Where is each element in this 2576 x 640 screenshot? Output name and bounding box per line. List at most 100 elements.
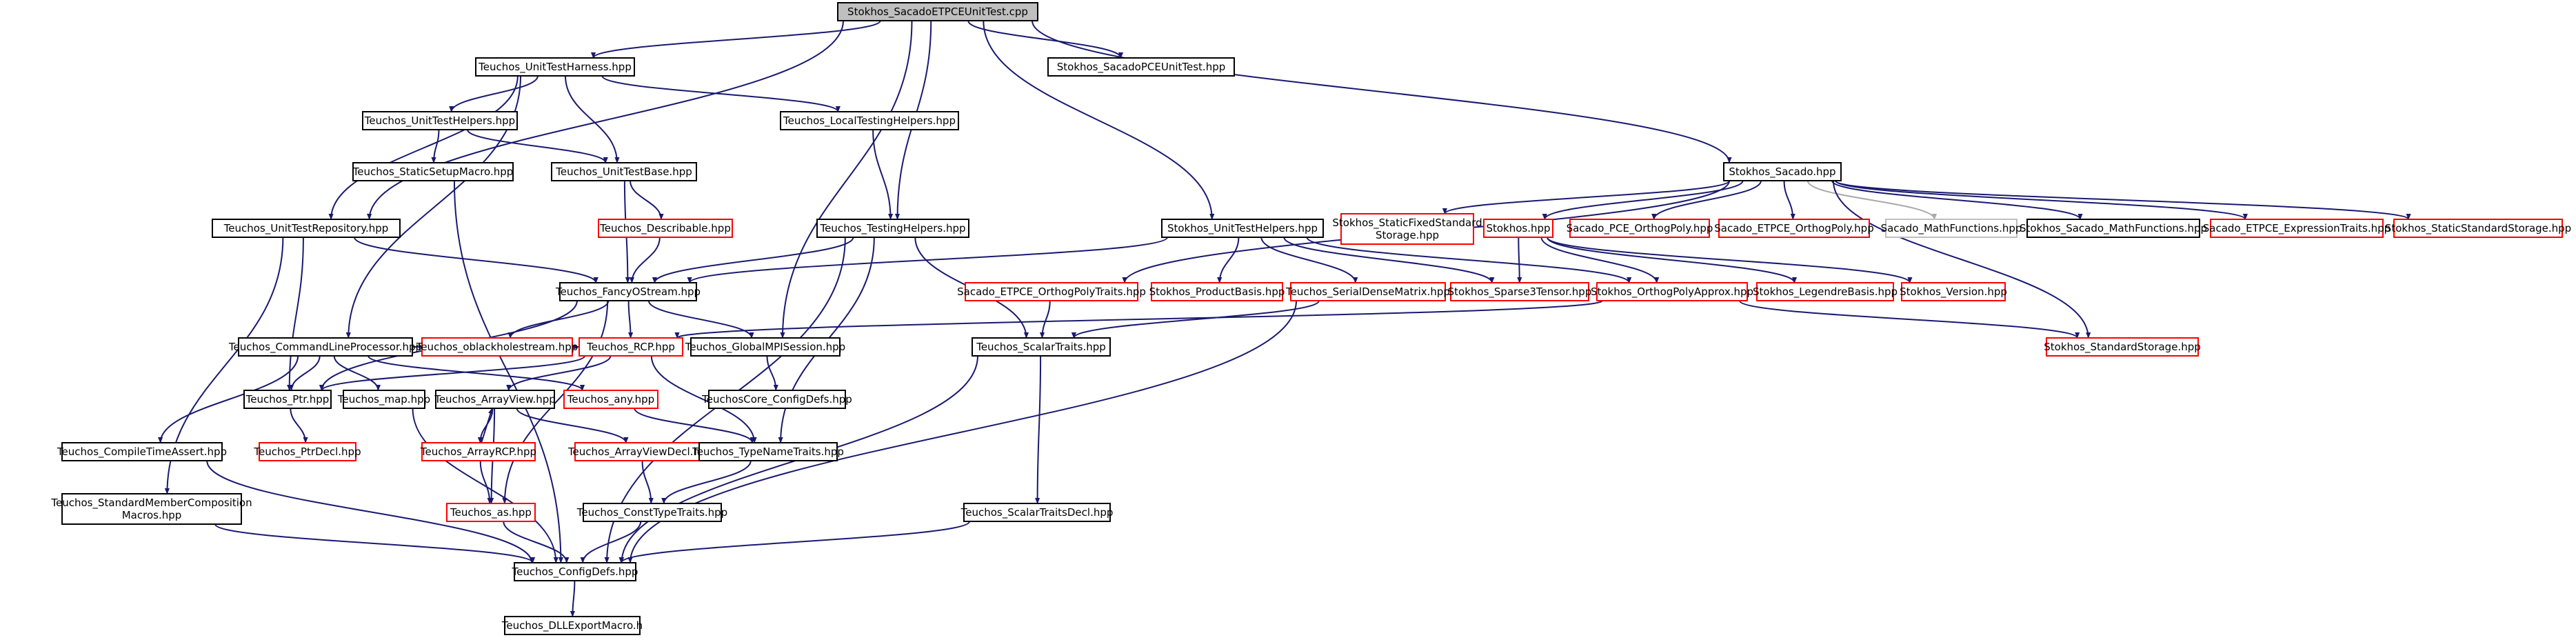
node-box[interactable]	[780, 111, 959, 130]
node-tas[interactable]: Teuchos_as.hpp	[446, 503, 536, 522]
node-tutr[interactable]: Teuchos_UnitTestRepository.hpp	[212, 219, 401, 238]
node-tobs[interactable]: Teuchos_oblackholestream.hpp	[416, 337, 578, 357]
node-box[interactable]	[1151, 282, 1283, 301]
node-box[interactable]	[837, 2, 1038, 21]
node-box[interactable]	[583, 503, 722, 522]
node-box[interactable]	[1340, 213, 1474, 245]
node-box[interactable]	[1756, 282, 1894, 301]
node-box[interactable]	[1901, 282, 2006, 301]
node-tcta[interactable]: Teuchos_CompileTimeAssert.hpp	[57, 442, 227, 461]
node-tdll[interactable]: Teuchos_DLLExportMacro.h	[501, 616, 643, 635]
node-box[interactable]	[362, 111, 518, 130]
node-box[interactable]	[446, 503, 536, 522]
node-tclp[interactable]: Teuchos_CommandLineProcessor.hpp	[228, 337, 422, 357]
node-box[interactable]	[1290, 282, 1446, 301]
node-tst[interactable]: Teuchos_ScalarTraits.hpp	[972, 337, 1111, 357]
node-box[interactable]	[1483, 219, 1553, 238]
node-box[interactable]	[1047, 57, 1235, 77]
node-tctt[interactable]: Teuchos_ConstTypeTraits.hpp	[576, 503, 727, 522]
node-ssss[interactable]: Stokhos_StaticStandardStorage.hpp	[2385, 219, 2571, 238]
node-tptrd[interactable]: Teuchos_PtrDecl.hpp	[253, 442, 361, 461]
node-box[interactable]	[1161, 219, 1324, 238]
node-spceop[interactable]: Sacado_PCE_OrthogPoly.hpp	[1567, 219, 1713, 238]
node-box[interactable]	[2026, 219, 2200, 238]
node-sh[interactable]: Stokhos.hpp	[1483, 219, 1553, 238]
node-box[interactable]	[598, 219, 733, 238]
node-box[interactable]	[574, 442, 707, 461]
node-box[interactable]	[698, 442, 838, 461]
node-root[interactable]: Stokhos_SacadoETPCEUnitTest.cpp	[837, 2, 1038, 21]
node-ttnt[interactable]: Teuchos_TypeNameTraits.hpp	[692, 442, 844, 461]
node-box[interactable]	[963, 503, 1111, 522]
node-box[interactable]	[2210, 219, 2384, 238]
node-tarcp[interactable]: Teuchos_ArrayRCP.hpp	[420, 442, 536, 461]
node-tsmcm[interactable]: Teuchos_StandardMemberCompositionMacros.…	[50, 493, 252, 525]
node-box[interactable]	[61, 493, 242, 525]
node-box[interactable]	[816, 219, 969, 238]
node-suth[interactable]: Stokhos_UnitTestHelpers.hpp	[1161, 219, 1324, 238]
node-box[interactable]	[238, 337, 413, 357]
node-sspceut[interactable]: Stokhos_SacadoPCEUnitTest.hpp	[1047, 57, 1235, 77]
node-tuth[interactable]: Teuchos_UnitTestHelpers.hpp	[362, 111, 518, 130]
node-sopa[interactable]: Stokhos_OrthogPolyApprox.hpp	[1591, 282, 1753, 301]
node-box[interactable]	[421, 442, 536, 461]
node-box[interactable]	[690, 337, 841, 357]
node-box[interactable]	[2046, 337, 2199, 357]
node-box[interactable]	[475, 57, 635, 77]
node-th[interactable]: Teuchos_UnitTestHarness.hpp	[475, 57, 635, 77]
node-box[interactable]	[1723, 162, 1842, 181]
node-box[interactable]	[1596, 282, 1748, 301]
node-box[interactable]	[421, 337, 573, 357]
node-box[interactable]	[435, 390, 555, 409]
node-box[interactable]	[1450, 282, 1589, 301]
node-smf[interactable]: Sacado_MathFunctions.hpp	[1881, 219, 2022, 238]
node-box[interactable]	[559, 282, 697, 301]
node-tgmpi[interactable]: Teuchos_GlobalMPISession.hpp	[685, 337, 845, 357]
node-slb[interactable]: Stokhos_LegendreBasis.hpp	[1753, 282, 1898, 301]
node-ssstor[interactable]: Stokhos_StandardStorage.hpp	[2044, 337, 2201, 357]
node-box[interactable]	[1885, 219, 2017, 238]
node-tptr[interactable]: Teuchos_Ptr.hpp	[243, 390, 332, 409]
node-tssm[interactable]: Teuchos_StaticSetupMacro.hpp	[352, 162, 514, 181]
node-sv[interactable]: Stokhos_Version.hpp	[1900, 282, 2007, 301]
node-box[interactable]	[1569, 219, 1710, 238]
node-box[interactable]	[1718, 219, 1870, 238]
node-sst[interactable]: Stokhos_Sparse3Tensor.hpp	[1448, 282, 1592, 301]
node-tany[interactable]: Teuchos_any.hpp	[563, 390, 658, 409]
node-tutb[interactable]: Teuchos_UnitTestBase.hpp	[551, 162, 697, 181]
node-box[interactable]	[551, 162, 697, 181]
node-setopt[interactable]: Sacado_ETPCE_OrthogPolyTraits.hpp	[957, 282, 1146, 301]
node-box[interactable]	[578, 337, 683, 357]
node-box[interactable]	[708, 390, 846, 409]
node-box[interactable]	[504, 616, 641, 635]
node-tavd[interactable]: Teuchos_ArrayViewDecl.hpp	[567, 442, 713, 461]
node-ssmf[interactable]: Stokhos_Sacado_MathFunctions.hpp	[2020, 219, 2207, 238]
node-tdesc[interactable]: Teuchos_Describable.hpp	[598, 219, 733, 238]
node-tccd[interactable]: TeuchosCore_ConfigDefs.hpp	[701, 390, 852, 409]
node-box[interactable]	[259, 442, 356, 461]
node-tsdm[interactable]: Teuchos_SerialDenseMatrix.hpp	[1285, 282, 1450, 301]
node-tav[interactable]: Teuchos_ArrayView.hpp	[434, 390, 556, 409]
node-box[interactable]	[514, 562, 636, 581]
node-box[interactable]	[965, 282, 1138, 301]
node-tmap[interactable]: Teuchos_map.hpp	[337, 390, 430, 409]
node-box[interactable]	[343, 390, 425, 409]
node-box[interactable]	[563, 390, 658, 409]
node-tstd[interactable]: Teuchos_ScalarTraitsDecl.hpp	[960, 503, 1114, 522]
node-setet[interactable]: Sacado_ETPCE_ExpressionTraits.hpp	[2203, 219, 2391, 238]
node-tfos[interactable]: Teuchos_FancyOStream.hpp	[555, 282, 701, 301]
node-box[interactable]	[61, 442, 223, 461]
node-box[interactable]	[352, 162, 514, 181]
node-setpceop[interactable]: Sacado_ETPCE_OrthogPoly.hpp	[1714, 219, 1874, 238]
node-box[interactable]	[2393, 219, 2563, 238]
node-tcd[interactable]: Teuchos_ConfigDefs.hpp	[512, 562, 638, 581]
node-box[interactable]	[243, 390, 332, 409]
node-ss[interactable]: Stokhos_Sacado.hpp	[1723, 162, 1842, 181]
node-trcp[interactable]: Teuchos_RCP.hpp	[578, 337, 683, 357]
node-box[interactable]	[972, 337, 1111, 357]
node-tth[interactable]: Teuchos_TestingHelpers.hpp	[816, 219, 969, 238]
node-spb[interactable]: Stokhos_ProductBasis.hpp	[1149, 282, 1285, 301]
node-tlth[interactable]: Teuchos_LocalTestingHelpers.hpp	[780, 111, 959, 130]
node-box[interactable]	[212, 219, 401, 238]
